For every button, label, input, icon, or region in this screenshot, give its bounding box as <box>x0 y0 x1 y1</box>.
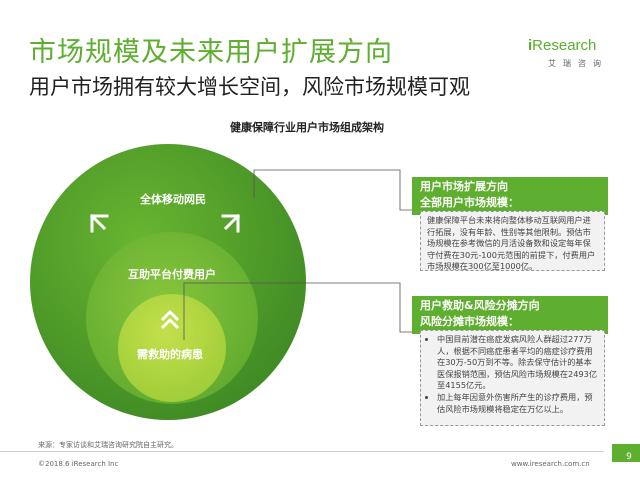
box2-bullet: 加上每年因意外伤害所产生的诊疗费用，预估风险市场规模将稳定在万亿以上。 <box>437 392 598 415</box>
source-note: 来源：专家访谈和艾瑞咨询研究院自主研究。 <box>38 441 178 449</box>
inner-circle <box>118 294 226 402</box>
box2-body: 中国目前潜在癌症发病风险人群超过277万人，根据不同癌症患者平均的癌症诊疗费用在… <box>420 330 605 426</box>
expand-left-arrow-icon <box>89 213 109 233</box>
footer-divider <box>0 451 604 452</box>
inner-circle-label: 需救助的病患 <box>137 348 203 361</box>
outer-circle-label: 全体移动网民 <box>140 193 206 206</box>
connector-line-2 <box>183 282 417 333</box>
logo-subtitle: 艾瑞咨询 <box>548 59 608 68</box>
middle-circle-label: 互助平台付费用户 <box>128 268 216 281</box>
box1-header: 用户市场扩展方向 全部用户市场规模： <box>412 177 608 215</box>
connector-line-1 <box>253 169 417 211</box>
website-link[interactable]: www.iresearch.com.cn <box>511 460 590 468</box>
expand-right-arrow-icon <box>221 213 241 233</box>
copyright: ©2018.6 iResearch Inc <box>38 460 119 468</box>
diagram-title: 健康保障行业用户市场组成架构 <box>230 121 384 134</box>
page-subtitle: 用户市场拥有较大增长空间，风险市场规模可观 <box>29 75 470 99</box>
page-number: 9 <box>626 452 632 462</box>
box2-bullet: 中国目前潜在癌症发病风险人群超过277万人，根据不同癌症患者平均的癌症诊疗费用在… <box>437 334 598 392</box>
iresearch-logo: iResearch 艾瑞咨询 <box>528 37 608 68</box>
page-title: 市场规模及未来用户扩展方向 <box>29 37 393 68</box>
box1-body: 健康保障平台未来将向整体移动互联网用户进行拓展，没有年龄、性别等其他限制。预估市… <box>420 211 605 271</box>
page-badge <box>612 444 640 462</box>
chevron-up-icon <box>160 309 180 330</box>
box2-header: 用户救助&风险分摊方向 风险分摊市场规模： <box>412 296 608 334</box>
